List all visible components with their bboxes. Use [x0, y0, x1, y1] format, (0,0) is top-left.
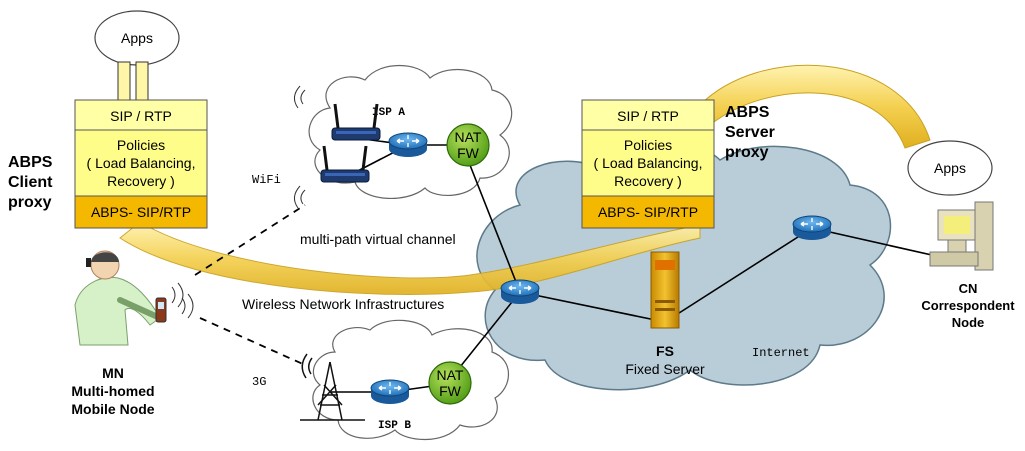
wifi-label: WiFi [252, 173, 281, 187]
router-icon [388, 132, 428, 158]
server-title-proxy: proxy [725, 144, 769, 161]
server-policies-recovery: Recovery ) [614, 173, 682, 189]
isp-a-label: ISP A [372, 107, 405, 119]
server-apps-label: Apps [934, 160, 966, 176]
client-title-abps: ABPS [8, 154, 53, 171]
virtual-channel-tube [119, 221, 701, 295]
router-icon [370, 379, 410, 405]
client-policies-lb: ( Load Balancing, [87, 155, 196, 171]
cell-tower-icon [300, 353, 365, 421]
mn-line3: Mobile Node [71, 401, 154, 417]
isp-b-fw: FW [439, 383, 462, 399]
mobile-user-icon [74, 250, 194, 346]
server-abps-sip: ABPS- SIP/RTP [598, 204, 698, 220]
server-apps-tube [699, 64, 931, 149]
client-apps-label: Apps [121, 30, 153, 46]
isp-a-fw: FW [457, 145, 480, 161]
client-policies: Policies [117, 137, 165, 153]
client-abps-sip: ABPS- SIP/RTP [91, 204, 191, 220]
mn-line1: MN [102, 365, 124, 381]
isp-a-nat: NAT [455, 129, 482, 145]
internet-label: Internet [752, 346, 810, 360]
server-title-abps: ABPS [725, 104, 770, 121]
cn-line1: CN [959, 281, 978, 296]
isp-b-nat: NAT [437, 367, 464, 383]
radio-waves-icon [294, 85, 306, 209]
server-title-server: Server [725, 124, 775, 141]
isp-b-label: ISP B [378, 420, 411, 432]
wireless-links [194, 204, 306, 366]
wireless-label: Wireless Network Infrastructures [242, 296, 444, 312]
client-protocol-stack [74, 99, 208, 229]
mn-line2: Multi-homed [71, 383, 154, 399]
client-policies-recovery: Recovery ) [107, 173, 175, 189]
router-icon [792, 215, 832, 241]
fs-subtitle: Fixed Server [625, 361, 705, 377]
cn-line3: Node [952, 315, 985, 330]
server-policies-lb: ( Load Balancing, [594, 155, 703, 171]
fs-title: FS [656, 343, 674, 359]
computer-icon [929, 201, 994, 271]
server-sip-rtp: SIP / RTP [617, 108, 679, 124]
client-sip-rtp: SIP / RTP [110, 108, 172, 124]
server-policies: Policies [624, 137, 672, 153]
fixed-server-icon [650, 251, 680, 329]
client-title-client: Client [8, 174, 53, 191]
server-protocol-stack [581, 99, 715, 229]
channel-label: multi-path virtual channel [300, 231, 456, 247]
client-title-proxy: proxy [8, 194, 52, 211]
nat-firewall-icon [428, 361, 472, 405]
isp-b-cloud [312, 319, 509, 441]
server-apps[interactable] [907, 140, 993, 196]
3g-label: 3G [252, 375, 266, 389]
router-icon [500, 279, 540, 305]
nat-firewall-icon [446, 123, 490, 167]
cn-line2: Correspondent [921, 298, 1015, 313]
